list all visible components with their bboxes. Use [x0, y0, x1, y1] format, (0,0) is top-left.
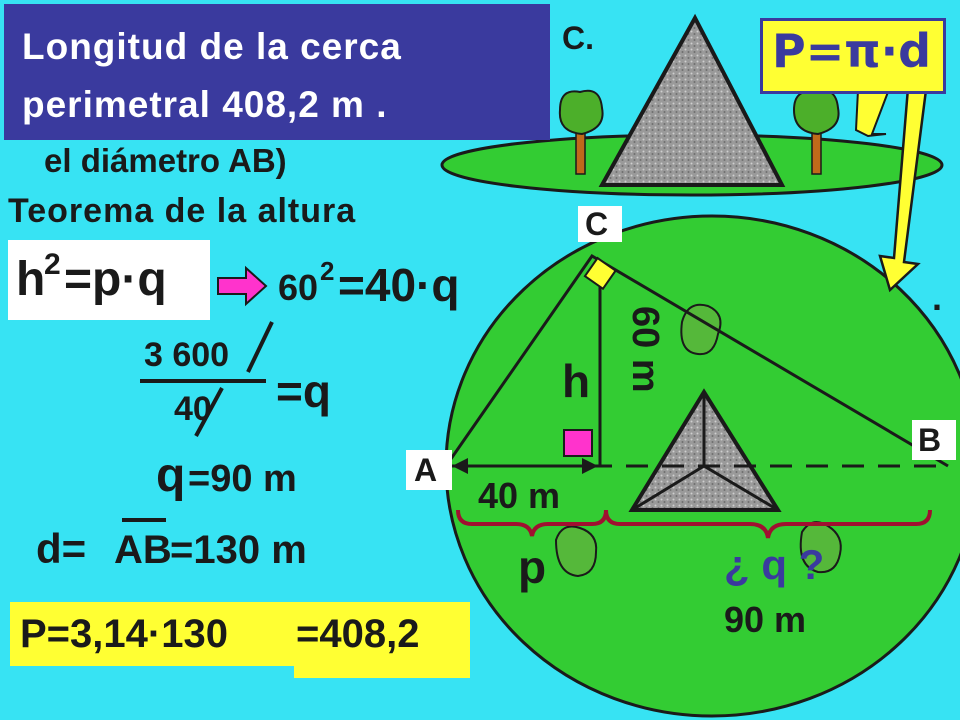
bush [554, 525, 598, 578]
altitude-formula-h: h [16, 253, 46, 306]
diameter-rest: =130 m [170, 528, 307, 572]
formula-text: P=π·d [772, 24, 932, 78]
perimeter-box [10, 602, 470, 666]
substitution-exp: 2 [320, 256, 335, 286]
altitude-formula-exp: 2 [44, 248, 61, 281]
far-right-dot: . [932, 277, 943, 318]
diameter-ab: AB [114, 528, 172, 572]
p-arrow [452, 458, 598, 474]
diameter-d: d= [36, 525, 87, 572]
q-label: ¿ q ? [724, 541, 825, 588]
brace-q [604, 509, 932, 539]
vertex-b: B [918, 422, 942, 458]
vertex-a: A [414, 452, 438, 488]
formula-arrow-long [878, 86, 928, 293]
vertex-c: C [585, 206, 609, 242]
p-label: p [518, 541, 547, 593]
vertex-b-box [912, 420, 956, 460]
perimeter-part1: P=3,14·130 [20, 612, 228, 656]
height-value: 60 m [624, 306, 666, 393]
diameter-note: el diámetro AB) [44, 142, 287, 179]
vertex-a-box [406, 450, 452, 490]
perimeter-part2: =408,2 [296, 612, 420, 656]
partial-c-label: C. [562, 20, 594, 56]
altitude-label: h [562, 355, 591, 407]
implication-arrow [217, 265, 268, 307]
title-line-2: perimetral 408,2 m . [22, 84, 388, 125]
tree-left [558, 89, 604, 175]
right-angle-foot [563, 429, 593, 457]
altitude-formula-rest: =p·q [64, 253, 167, 306]
fraction-numerator: 3 600 [144, 336, 230, 374]
bush [680, 303, 722, 356]
perimeter-box-tab [294, 658, 470, 678]
p-value: 40 m [478, 475, 561, 516]
title-line-1: Longitud de la cerca [22, 26, 402, 67]
altitude-formula-box [8, 240, 210, 320]
q-value: 90 m [724, 599, 807, 640]
q-result-rest: =90 m [188, 458, 297, 500]
fraction-result: =q [276, 365, 331, 417]
triangle-abc [444, 254, 949, 468]
vertex-c-box [578, 206, 622, 242]
cancel-stroke [246, 321, 274, 373]
theorem-title: Teorema de la altura [8, 192, 357, 230]
top-triangle [598, 13, 786, 187]
formula-box [760, 18, 946, 94]
substitution-base: 60 [278, 267, 319, 308]
q-result-q: q [156, 449, 186, 502]
center-triangle [628, 388, 782, 512]
brace-p [456, 509, 608, 537]
substitution-rest: =40·q [338, 259, 460, 311]
cancel-stroke [194, 387, 224, 437]
right-angle-c [583, 256, 617, 291]
title-box [4, 4, 550, 140]
fraction-denominator: 40 [174, 390, 212, 428]
formula-arrow-short [854, 84, 890, 138]
